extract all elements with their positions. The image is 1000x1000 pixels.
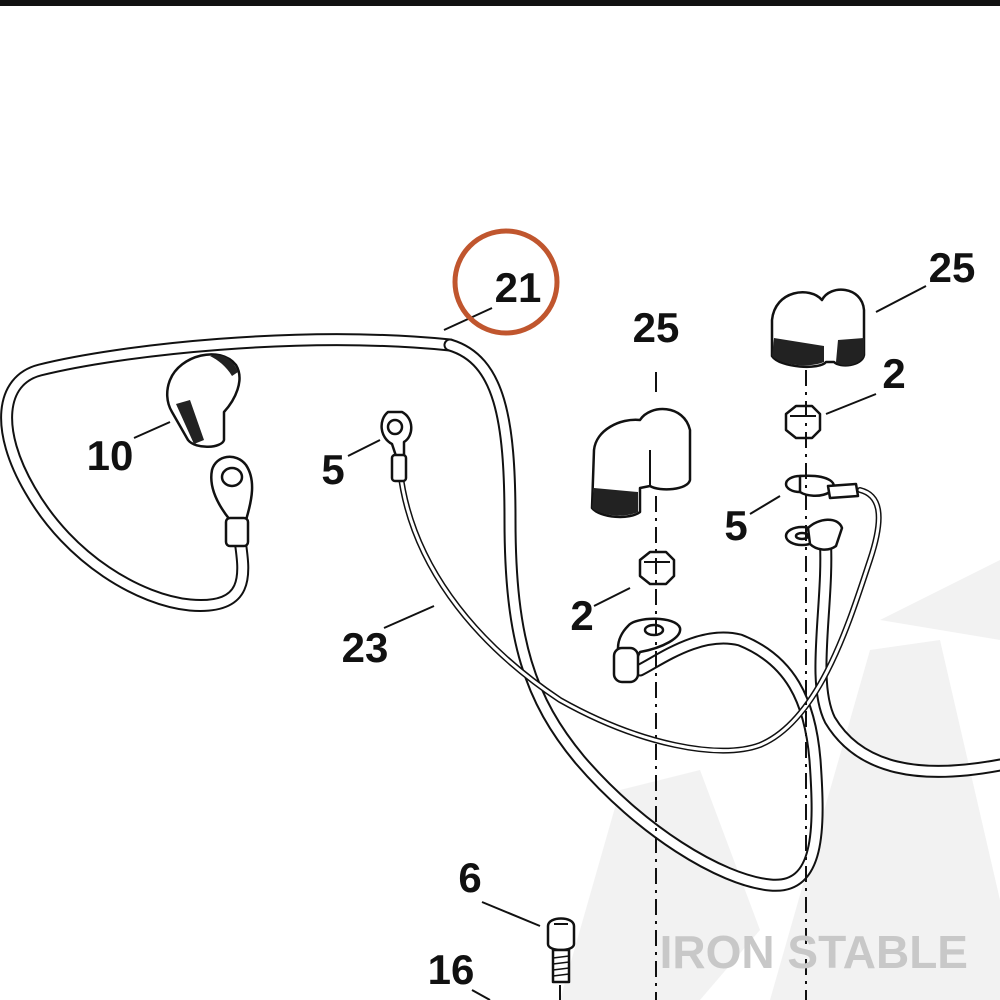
- cable-terminal-right: [784, 518, 844, 551]
- ring-terminal-right-5: [784, 474, 860, 500]
- hex-nut-2-right: [784, 404, 822, 440]
- center-lines: [559, 370, 807, 1000]
- battery-cable-21: [0, 333, 824, 892]
- bolt-6: [546, 917, 576, 984]
- battery-cable-right: [814, 528, 1000, 778]
- terminal-boot-10: [166, 353, 241, 448]
- highlight-circle: [452, 228, 560, 336]
- callout-16: 16: [428, 946, 475, 993]
- background-watermark-shape: [560, 560, 1000, 1000]
- terminal-cap-25-right: [770, 288, 866, 368]
- leader-lines: [133, 285, 927, 1000]
- callout-6: 6: [458, 854, 481, 901]
- callout-5-right: 5: [724, 502, 747, 549]
- callout-2-middle: 2: [570, 592, 593, 639]
- watermark: IRON STABLE: [660, 926, 968, 978]
- terminal-cap-25-middle: [590, 407, 692, 519]
- callout-25-middle: 25: [633, 304, 680, 351]
- callout-21: 21: [495, 264, 542, 311]
- callout-25-right: 25: [929, 244, 976, 291]
- ground-wire-23: [397, 467, 882, 754]
- callout-2-right: 2: [882, 350, 905, 397]
- top-border: [0, 0, 1000, 6]
- callout-23: 23: [342, 624, 389, 671]
- callout-5-left: 5: [321, 446, 344, 493]
- ring-terminal-left-5: [380, 410, 413, 483]
- callout-10: 10: [87, 432, 134, 479]
- ring-terminal-cable-left: [210, 455, 254, 548]
- cable-terminal-middle: [612, 617, 682, 684]
